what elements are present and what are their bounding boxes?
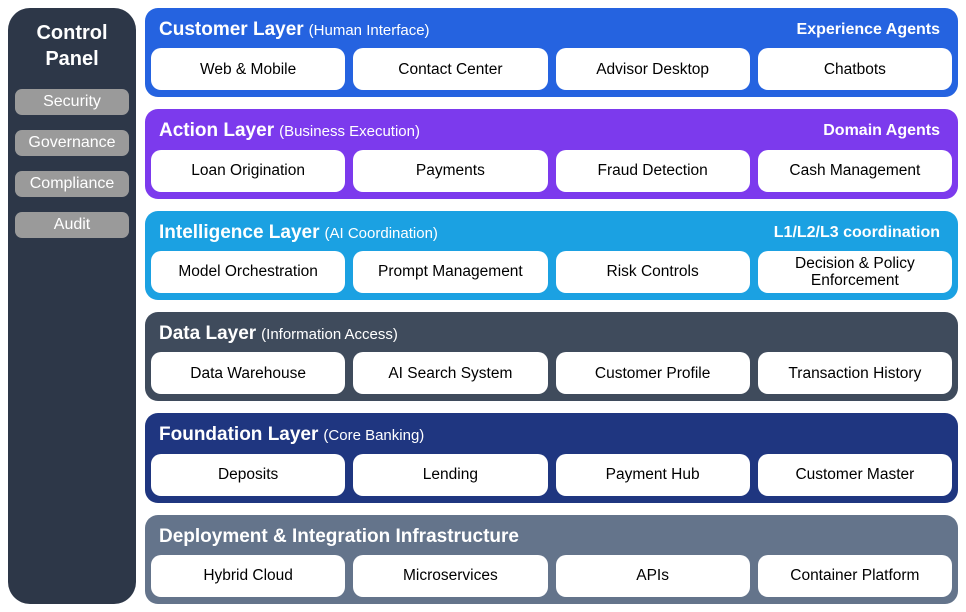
layer-title: Data Layer: [159, 323, 257, 345]
layer-item-model-orchestration[interactable]: Model Orchestration: [151, 250, 346, 293]
layer-item-contact-center[interactable]: Contact Center: [353, 48, 548, 91]
layer-subtitle: (AI Coordination): [324, 224, 438, 242]
layer-item-customer-master[interactable]: Customer Master: [757, 453, 952, 496]
layer-subtitle: (Core Banking): [323, 427, 425, 445]
layer-band-data-layer: Data Layer(Information Access) Data Ware…: [145, 311, 958, 402]
layer-item-decision-policy-enforcement[interactable]: Decision & Policy Enforcement: [757, 250, 952, 293]
layer-item-cash-management[interactable]: Cash Management: [757, 149, 952, 192]
layer-subtitle: (Business Execution): [279, 123, 420, 141]
control-panel-title: Control Panel: [36, 22, 108, 71]
layer-heading-group: Customer Layer(Human Interface): [159, 19, 430, 41]
layer-tag: Domain Agents: [823, 122, 940, 140]
layer-item-lending[interactable]: Lending: [353, 453, 548, 496]
layer-item-fraud-detection[interactable]: Fraud Detection: [555, 149, 750, 192]
layer-band-intelligence-layer: Intelligence Layer(AI Coordination) L1/L…: [145, 210, 958, 300]
layer-item-loan-origination[interactable]: Loan Origination: [151, 149, 346, 192]
layer-item-microservices[interactable]: Microservices: [353, 554, 548, 597]
layer-item-chatbots[interactable]: Chatbots: [757, 48, 952, 91]
layer-title: Deployment & Integration Infrastructure: [159, 525, 519, 547]
layer-header: Deployment & Integration Infrastructure: [151, 519, 952, 555]
layer-item-payments[interactable]: Payments: [353, 149, 548, 192]
layer-stack: Customer Layer(Human Interface) Experien…: [145, 8, 958, 604]
layer-header: Customer Layer(Human Interface) Experien…: [151, 12, 952, 48]
layer-item-web-mobile[interactable]: Web & Mobile: [151, 48, 346, 91]
layer-item-transaction-history[interactable]: Transaction History: [757, 352, 952, 395]
layer-header: Foundation Layer(Core Banking): [151, 417, 952, 453]
layer-subtitle: (Human Interface): [308, 22, 430, 40]
layer-item-hybrid-cloud[interactable]: Hybrid Cloud: [151, 554, 346, 597]
layer-item-risk-controls[interactable]: Risk Controls: [555, 250, 750, 293]
layer-item-advisor-desktop[interactable]: Advisor Desktop: [555, 48, 750, 91]
layer-title: Foundation Layer: [159, 424, 319, 446]
layer-band-action-layer: Action Layer(Business Execution) Domain …: [145, 109, 958, 199]
layer-header: Data Layer(Information Access): [151, 316, 952, 352]
layer-item-prompt-management[interactable]: Prompt Management: [353, 250, 548, 293]
layer-item-deposits[interactable]: Deposits: [151, 453, 346, 496]
layer-item-payment-hub[interactable]: Payment Hub: [555, 453, 750, 496]
sidebar-button-security[interactable]: Security: [15, 88, 129, 115]
sidebar-button-audit[interactable]: Audit: [15, 211, 129, 238]
layer-heading-group: Action Layer(Business Execution): [159, 120, 420, 142]
layer-heading-group: Foundation Layer(Core Banking): [159, 424, 424, 446]
sidebar-button-governance[interactable]: Governance: [15, 129, 129, 156]
layer-heading-group: Intelligence Layer(AI Coordination): [159, 222, 438, 244]
layer-tag: L1/L2/L3 coordination: [773, 223, 940, 241]
sidebar-button-compliance[interactable]: Compliance: [15, 170, 129, 197]
layer-item-customer-profile[interactable]: Customer Profile: [555, 352, 750, 395]
layer-tag: Experience Agents: [796, 21, 940, 39]
layer-title: Intelligence Layer: [159, 221, 320, 243]
layer-heading-group: Deployment & Integration Infrastructure: [159, 526, 519, 548]
layer-item-data-warehouse[interactable]: Data Warehouse: [151, 352, 346, 395]
layer-title: Customer Layer: [159, 19, 304, 41]
layer-item-apis[interactable]: APIs: [555, 554, 750, 597]
layer-item-ai-search-system[interactable]: AI Search System: [353, 352, 548, 395]
layer-title: Action Layer: [159, 120, 275, 142]
layer-heading-group: Data Layer(Information Access): [159, 323, 398, 345]
layer-subtitle: (Information Access): [261, 326, 398, 344]
layer-band-customer-layer: Customer Layer(Human Interface) Experien…: [145, 8, 958, 98]
layer-header: Intelligence Layer(AI Coordination) L1/L…: [151, 215, 952, 251]
layer-band-deployment-integration-infrastructure: Deployment & Integration Infrastructure …: [145, 514, 958, 604]
layer-header: Action Layer(Business Execution) Domain …: [151, 113, 952, 149]
layer-item-container-platform[interactable]: Container Platform: [757, 554, 952, 597]
